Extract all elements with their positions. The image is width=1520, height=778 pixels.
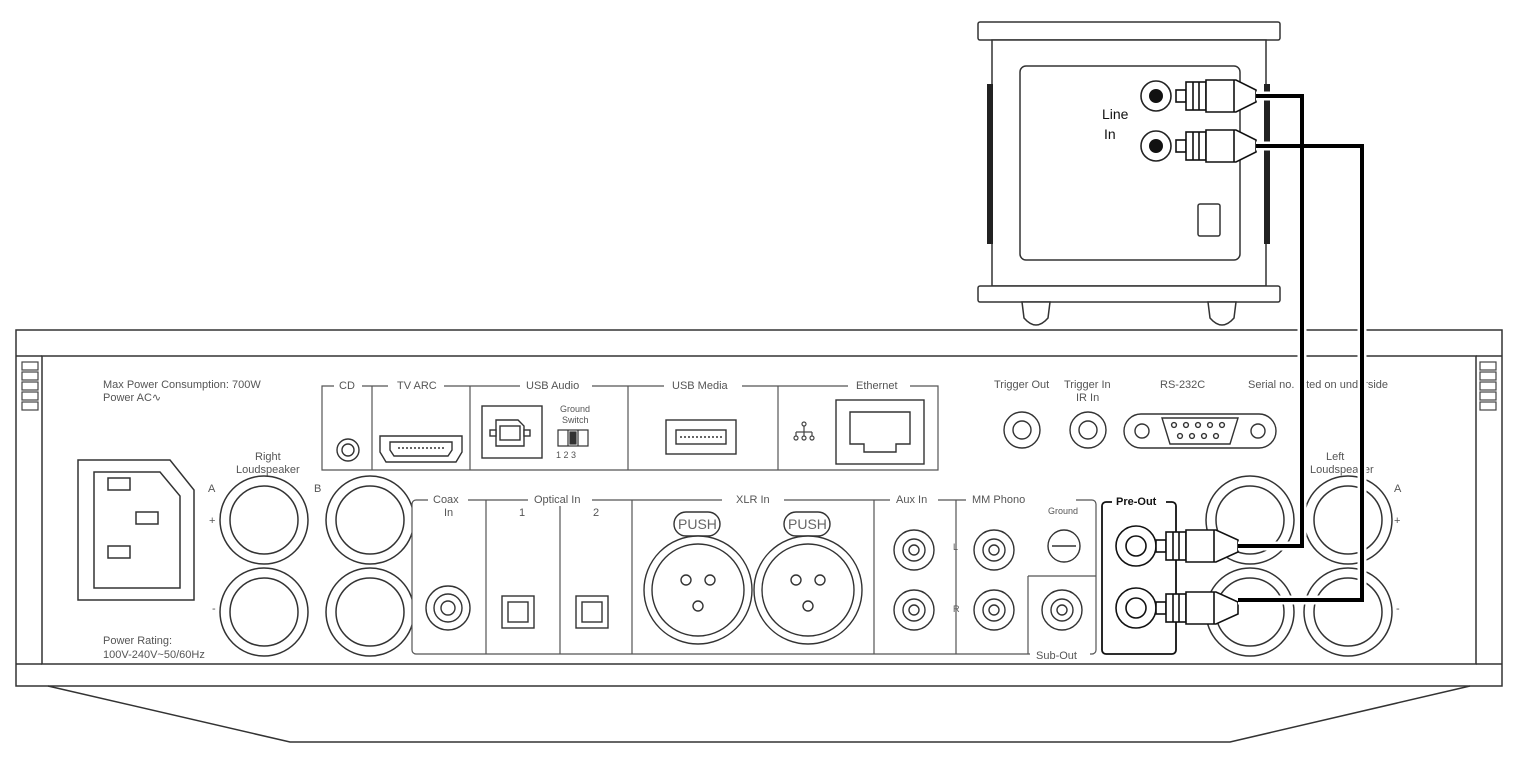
subwoofer: [977, 21, 1281, 326]
rs232-port: [1123, 413, 1277, 449]
subwoofer-line-in-sockets: [1140, 80, 1172, 162]
coax-label-2: In: [444, 507, 453, 519]
optical-1-label: 1: [519, 507, 525, 519]
mm-phono-label: MM Phono: [972, 494, 1025, 506]
power-inlet: [77, 459, 195, 601]
aux-phono-rca: [893, 529, 1015, 631]
ch-r-label: R: [953, 604, 960, 614]
ground-terminal: [1047, 529, 1081, 563]
usb-audio-label: USB Audio: [526, 380, 579, 392]
digital-title-masks: [334, 378, 910, 392]
trigger-in-label: Trigger In: [1064, 379, 1111, 391]
coax-label-1: Coax: [433, 494, 459, 506]
pre-out-label: Pre-Out: [1116, 496, 1157, 508]
right-loudspeaker-label: Right: [255, 451, 281, 463]
optical-ports: [501, 595, 609, 629]
trigger-out-label: Trigger Out: [994, 379, 1049, 391]
ground-switch-label-2: Switch: [562, 415, 589, 425]
right-minus: -: [212, 603, 216, 615]
hdmi-port: [379, 435, 463, 463]
aux-in-label: Aux In: [896, 494, 927, 506]
pre-out-panel: [1101, 501, 1177, 655]
usb-media-label: USB Media: [672, 380, 729, 392]
right-plus: +: [209, 515, 215, 527]
left-plus: +: [1394, 515, 1400, 527]
sub-cables: [1238, 94, 1364, 602]
ground-switch-numbers: 1 2 3: [556, 450, 576, 460]
serial-label: Serial no. fitted on underside: [1248, 379, 1388, 391]
xlr-connectors: [643, 511, 863, 645]
sub-out-label: Sub-Out: [1036, 650, 1077, 662]
ethernet-port: [835, 399, 925, 465]
left-minus: -: [1396, 603, 1400, 615]
pre-out-plug-bottom: [1155, 591, 1239, 625]
xlr-in-label: XLR In: [736, 494, 770, 506]
optical-in-label: Optical In: [534, 494, 580, 506]
analog-input-panel: [411, 499, 1097, 655]
xlr-push-2: PUSH: [788, 516, 827, 532]
sub-out-jack: [1041, 589, 1083, 631]
right-term-a: A: [208, 483, 216, 495]
right-speaker-terminals: [219, 475, 415, 657]
optical-2-label: 2: [593, 507, 599, 519]
power-consumption-label: Max Power Consumption: 700W: [103, 379, 261, 391]
pre-out-sockets: [1115, 525, 1157, 629]
rs232-label: RS-232C: [1160, 379, 1205, 391]
left-term-a: A: [1394, 483, 1402, 495]
right-loudspeaker-sub: Loudspeaker: [236, 464, 300, 476]
cd-jack: [336, 438, 360, 462]
ethernet-label: Ethernet: [856, 380, 898, 392]
sub-rca-plug-bottom: [1175, 129, 1257, 163]
ground-label: Ground: [1048, 506, 1078, 516]
power-ac-label: Power AC∿: [103, 392, 161, 404]
analog-title-masks: [428, 492, 1090, 662]
ch-l-label: L: [953, 542, 958, 552]
subwoofer-in-label: In: [1104, 126, 1116, 142]
network-icon: [793, 421, 815, 441]
ground-switch-label-1: Ground: [560, 404, 590, 414]
right-term-b: B: [314, 483, 321, 495]
ir-in-label: IR In: [1076, 392, 1099, 404]
left-vent: [21, 361, 39, 411]
pre-out-mask: [1112, 494, 1166, 508]
right-vent: [1479, 361, 1497, 411]
ground-switch: [557, 429, 589, 447]
pre-out-plug-top: [1155, 529, 1239, 563]
tv-arc-label: TV ARC: [397, 380, 437, 392]
sub-rca-plug-top: [1175, 79, 1257, 113]
cd-label: CD: [339, 380, 355, 392]
left-loudspeaker-label: Left: [1326, 451, 1344, 463]
coax-jack: [425, 585, 471, 631]
xlr-push-1: PUSH: [678, 516, 717, 532]
usb-a-port: [665, 419, 737, 455]
trigger-jacks: [1003, 411, 1107, 449]
subwoofer-line-label: Line: [1102, 106, 1129, 122]
digital-input-panel: [321, 385, 939, 471]
usb-b-port: [481, 405, 543, 459]
power-rating-value: 100V-240V~50/60Hz: [103, 649, 205, 661]
power-rating-label: Power Rating:: [103, 635, 172, 647]
